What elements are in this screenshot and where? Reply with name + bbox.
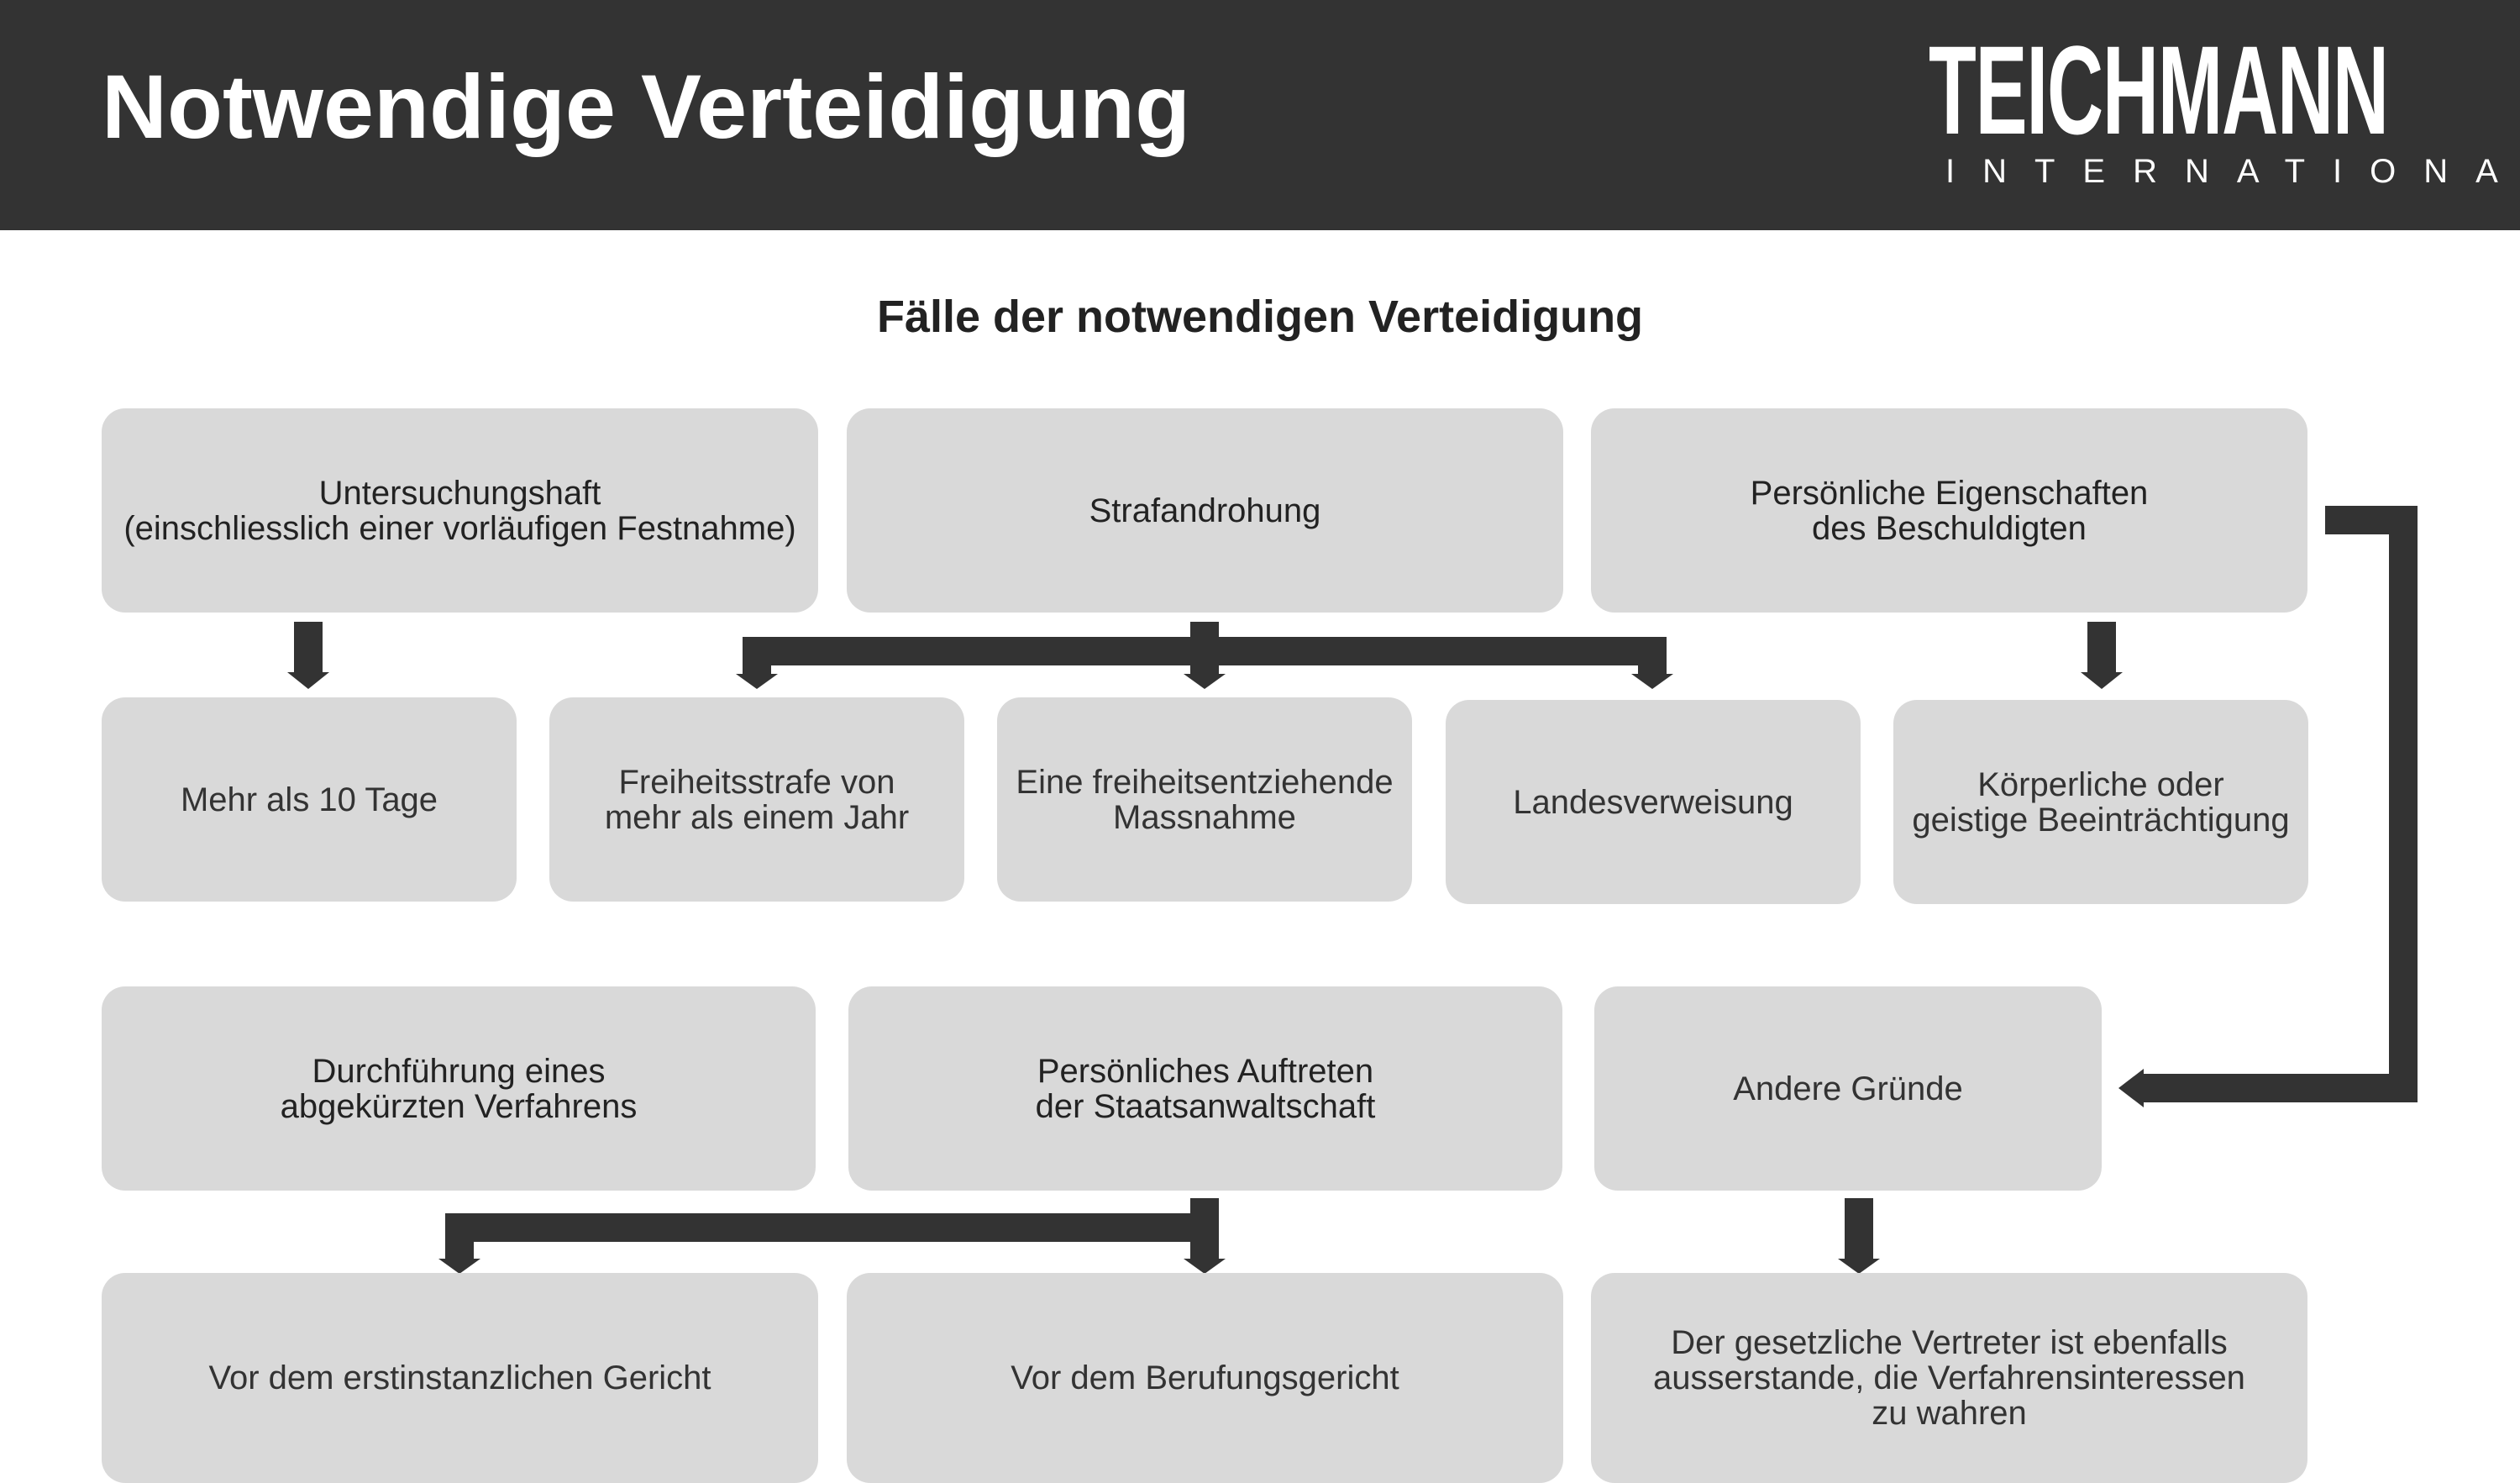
case-koerperliche-beeintraechtigung: Körperliche oder geistige Beeinträchtigu… xyxy=(1893,700,2308,904)
arrow-head xyxy=(438,1259,480,1274)
logo-subline: INTERNATIONAL xyxy=(1945,153,2520,190)
arrow-shaft xyxy=(2140,1074,2418,1102)
arrow-shaft xyxy=(2087,622,2116,676)
case-freiheitsstrafe: Freiheitsstrafe von mehr als einem Jahr xyxy=(549,697,964,902)
case-andere-gruende: Andere Gründe xyxy=(1594,986,2102,1191)
arrow-head xyxy=(1838,1259,1880,1274)
case-staatsanwaltschaft: Persönliches Auftreten der Staatsanwalts… xyxy=(848,986,1562,1191)
logo-wordmark: TEICHMANN xyxy=(1929,19,2389,160)
case-berufungsgericht: Vor dem Berufungsgericht xyxy=(847,1273,1563,1483)
arrow-head xyxy=(1631,674,1673,689)
arrow-shaft xyxy=(2389,506,2418,1102)
arrow-head xyxy=(1184,674,1226,689)
arrow-head xyxy=(1184,1259,1226,1274)
case-erstinstanzliches-gericht: Vor dem erstinstanzlichen Gericht xyxy=(102,1273,818,1483)
arrow-shaft xyxy=(1845,1198,1873,1262)
case-gesetzlicher-vertreter: Der gesetzliche Vertreter ist ebenfalls … xyxy=(1591,1273,2307,1483)
header-bar: Notwendige Verteidigung TEICHMANN INTERN… xyxy=(0,0,2520,230)
page-title: Notwendige Verteidigung xyxy=(102,55,1191,157)
case-strafandrohung: Strafandrohung xyxy=(847,408,1563,613)
company-logo: TEICHMANN INTERNATIONAL xyxy=(1929,19,2520,192)
arrow-shaft xyxy=(1638,637,1667,677)
arrow-head xyxy=(2081,672,2123,689)
case-landesverweisung: Landesverweisung xyxy=(1446,700,1861,904)
case-persoenliche-eigenschaften: Persönliche Eigenschaften des Beschuldig… xyxy=(1591,408,2307,613)
arrow-head xyxy=(2118,1069,2144,1107)
case-untersuchungshaft: Untersuchungshaft (einschliesslich einer… xyxy=(102,408,818,613)
arrow-branch-bar xyxy=(445,1213,1218,1242)
case-freiheitsentziehende-massnahme: Eine freiheitsentziehende Massnahme xyxy=(997,697,1412,902)
arrow-head xyxy=(287,672,329,689)
arrow-shaft xyxy=(294,622,323,676)
arrow-head xyxy=(736,674,778,689)
case-mehr-als-10-tage: Mehr als 10 Tage xyxy=(102,697,517,902)
diagram-title: Fälle der notwendigen Verteidigung xyxy=(876,292,1644,342)
arrow-shaft xyxy=(1190,1198,1219,1262)
arrow-shaft xyxy=(445,1213,474,1262)
arrow-shaft xyxy=(1190,637,1219,677)
case-abgekuerztes-verfahren: Durchführung eines abgekürzten Verfahren… xyxy=(102,986,816,1191)
arrow-shaft xyxy=(743,637,771,677)
